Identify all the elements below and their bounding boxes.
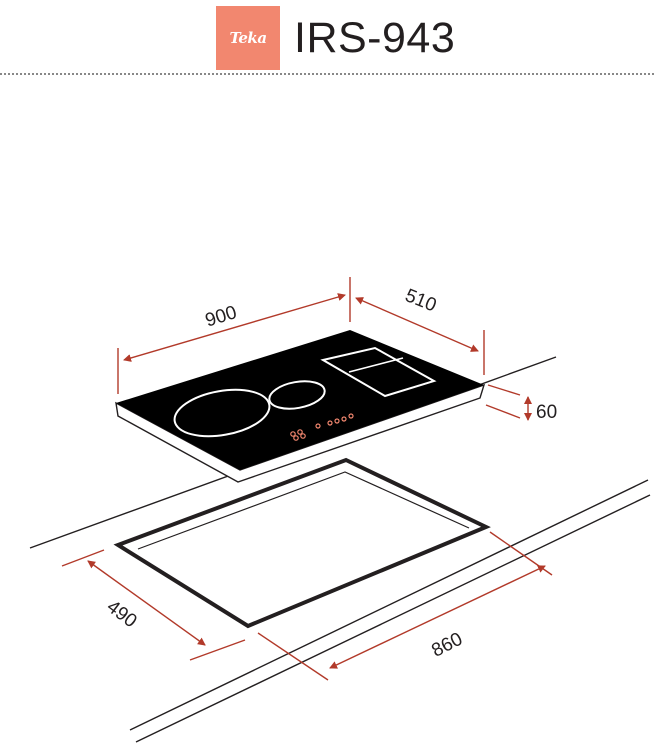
dimension-label-height: 60 (536, 402, 557, 423)
cooking-zone-small (268, 380, 326, 410)
dimension-arrow-490 (87, 560, 206, 646)
dimension-label-depth: 510 (402, 285, 439, 316)
teka-logo: Teka (216, 6, 280, 70)
header: Teka IRS-943 (0, 0, 654, 80)
cooking-zone-large (173, 388, 271, 438)
control-panel (290, 413, 354, 441)
dimension-label-cutout-depth: 490 (103, 596, 141, 632)
dimension-arrow-900 (123, 293, 346, 362)
dimension-lines (61, 277, 553, 681)
brand-logo-text: Teka (229, 29, 267, 47)
dimension-label-cutout-width: 860 (428, 629, 466, 662)
dimension-arrow-510 (355, 297, 479, 352)
model-title: IRS-943 (294, 14, 456, 62)
cooking-zone-flex (320, 346, 437, 398)
header-divider (0, 73, 654, 75)
hob-illustration (115, 330, 486, 483)
dimension-arrow-860 (329, 565, 546, 669)
